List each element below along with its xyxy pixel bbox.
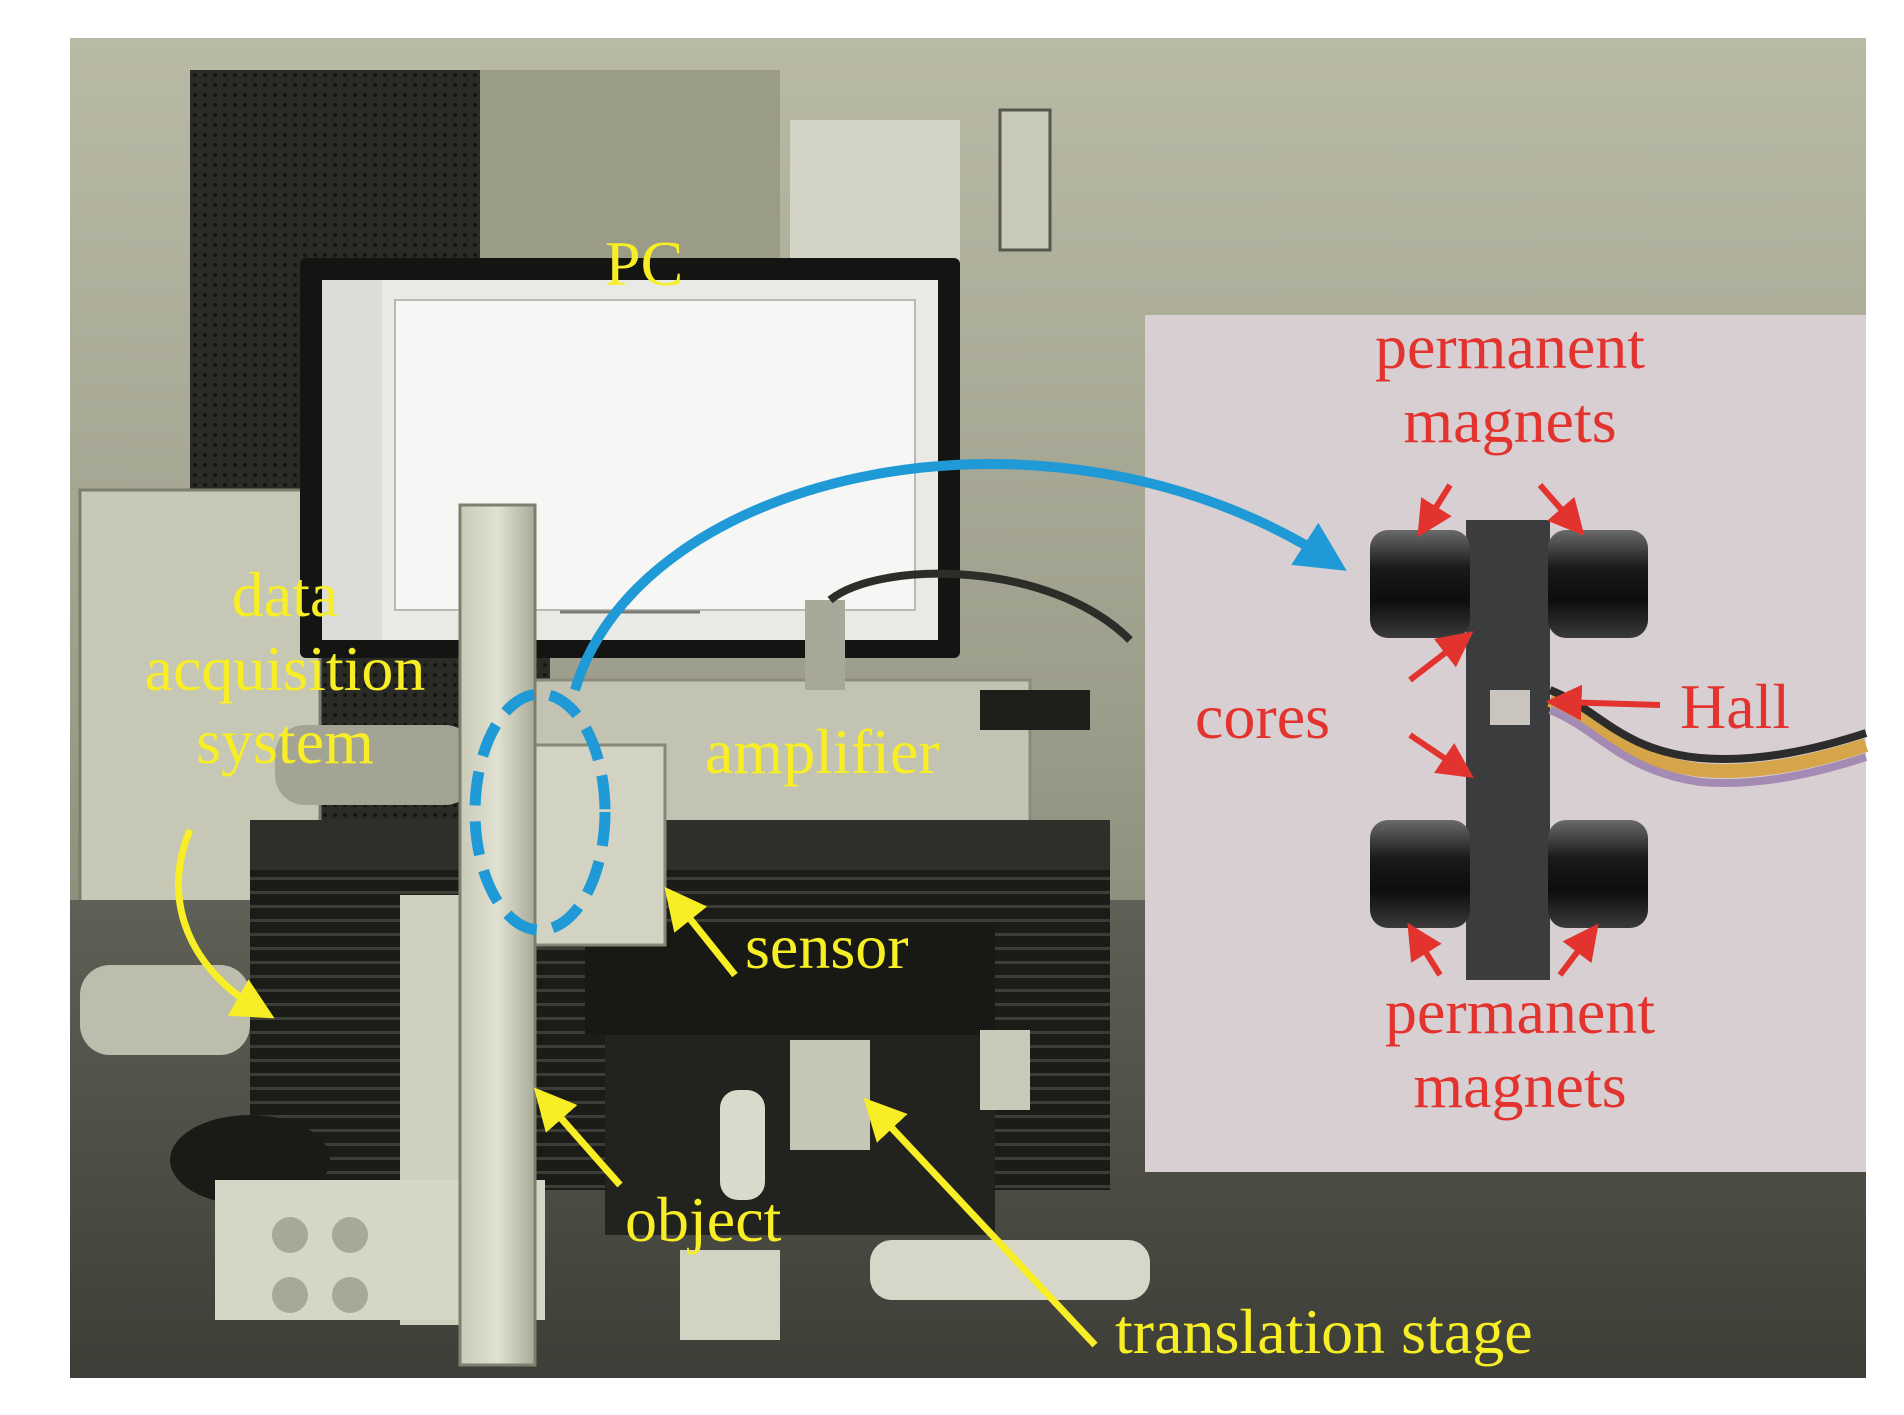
label-daq-line3: system (196, 706, 374, 778)
hall-wires (1547, 693, 1869, 778)
amplifier-plug (805, 600, 845, 690)
label-translation-stage: translation stage (1115, 1296, 1533, 1367)
daq-arrow (174, 828, 275, 1019)
label-pm-top-line1: permanent (1374, 311, 1646, 382)
daq-connector (80, 965, 250, 1055)
label-amplifier: amplifier (705, 716, 940, 787)
dark-cable-box (980, 690, 1090, 730)
label-hall: Hall (1680, 671, 1791, 742)
sensor-arrow (664, 886, 738, 978)
label-pc: PC (605, 228, 684, 299)
cores-arrow-top (1408, 631, 1474, 683)
label-daq-line2: acquisition (144, 632, 426, 704)
magnet-bottom-right (1548, 820, 1648, 928)
object-arrow (533, 1087, 623, 1188)
label-pm-bottom-line1: permanent (1384, 976, 1656, 1047)
label-permanent-magnets-top: permanent magnets (1290, 310, 1730, 457)
monitor-screen-sidebar (322, 280, 382, 640)
micrometer-bottom (870, 1240, 1150, 1300)
stage-clamp (680, 1250, 780, 1340)
label-permanent-magnets-bottom: permanent magnets (1300, 975, 1740, 1122)
sensor-highlight-circle (469, 688, 611, 936)
daq-connector-top (275, 725, 475, 805)
object-plate (458, 503, 537, 1367)
label-pm-top-line2: magnets (1403, 384, 1617, 456)
cores-arrow-bottom (1408, 732, 1474, 779)
label-data-acquisition-system: data acquisition system (90, 558, 480, 779)
warning-sign (998, 108, 1052, 252)
magnet-top-left (1370, 530, 1470, 638)
link-arrow (570, 459, 1347, 692)
pm-top-arrow-left (1417, 483, 1453, 538)
label-sensor: sensor (745, 911, 909, 982)
amplifier-cable (827, 569, 1133, 643)
label-pm-bottom-line2: magnets (1413, 1049, 1627, 1121)
stage-arrow (863, 1097, 1098, 1348)
hall-arrow (1545, 684, 1661, 721)
micrometer-left (720, 1090, 765, 1200)
micrometer-right (980, 1030, 1030, 1110)
pm-bottom-arrow-right (1557, 923, 1599, 977)
stage-knob (790, 1040, 870, 1150)
label-object: object (625, 1184, 782, 1255)
pm-bottom-arrow-left (1407, 922, 1443, 977)
daq-top (250, 820, 1110, 870)
magnet-top-right (1548, 530, 1648, 638)
label-daq-line1: data (231, 559, 339, 630)
hall-element (1490, 690, 1530, 725)
magnet-bottom-left (1370, 820, 1470, 928)
core-bar (1466, 520, 1550, 980)
label-cores: cores (1195, 681, 1331, 752)
pm-top-arrow-right (1537, 483, 1585, 536)
